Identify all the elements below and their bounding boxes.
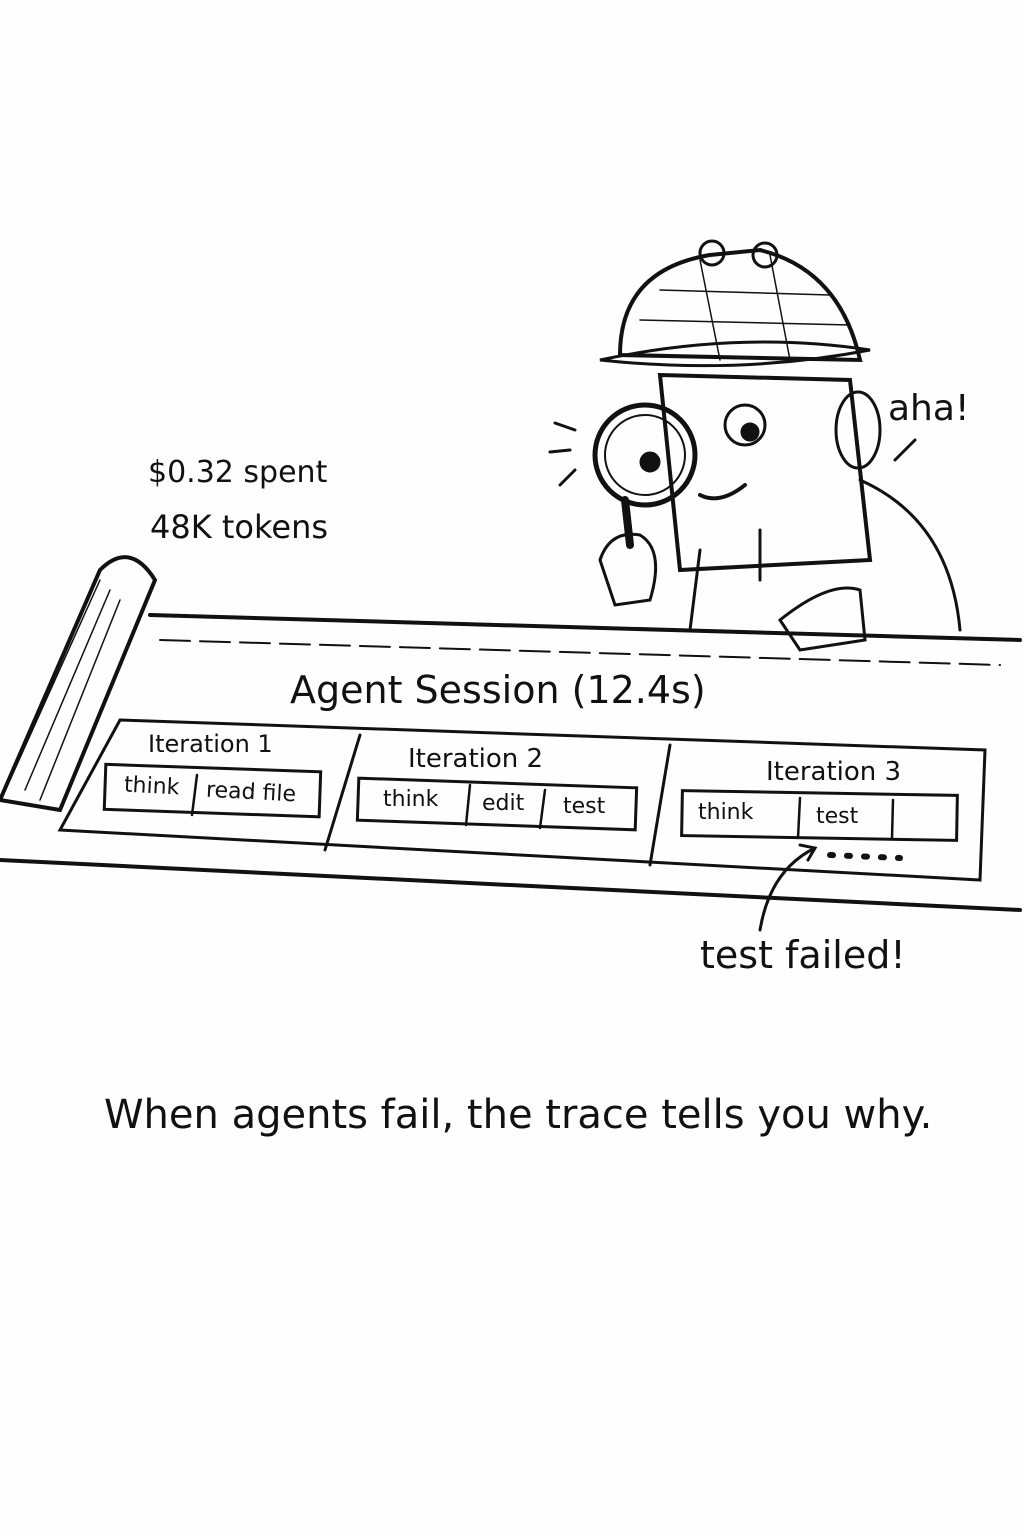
arrow-icon bbox=[758, 843, 818, 932]
cost-label: $0.32 spent bbox=[148, 455, 328, 490]
iteration-3-label: Iteration 3 bbox=[766, 757, 902, 787]
step-think[interactable]: think bbox=[123, 772, 180, 801]
step-read-file[interactable]: read file bbox=[205, 777, 297, 808]
tokens-label: 48K tokens bbox=[150, 508, 329, 546]
iteration-1-label: Iteration 1 bbox=[148, 730, 273, 758]
step-edit[interactable]: edit bbox=[482, 791, 525, 816]
step-think[interactable]: think bbox=[698, 800, 754, 825]
caption: When agents fail, the trace tells you wh… bbox=[104, 1092, 933, 1138]
scroll-paper bbox=[0, 613, 1022, 912]
step-test-failed[interactable]: test bbox=[816, 804, 859, 829]
iterations-frame bbox=[57, 718, 987, 882]
step-think[interactable]: think bbox=[383, 787, 439, 812]
test-failed-annotation: test failed! bbox=[700, 933, 906, 977]
aha-exclamation: aha! bbox=[888, 388, 970, 429]
scroll-roll-icon bbox=[0, 555, 158, 813]
iteration-2-label: Iteration 2 bbox=[408, 744, 544, 774]
session-title: Agent Session (12.4s) bbox=[290, 668, 706, 712]
robot-detective-icon bbox=[548, 239, 962, 652]
step-test[interactable]: test bbox=[563, 794, 606, 819]
